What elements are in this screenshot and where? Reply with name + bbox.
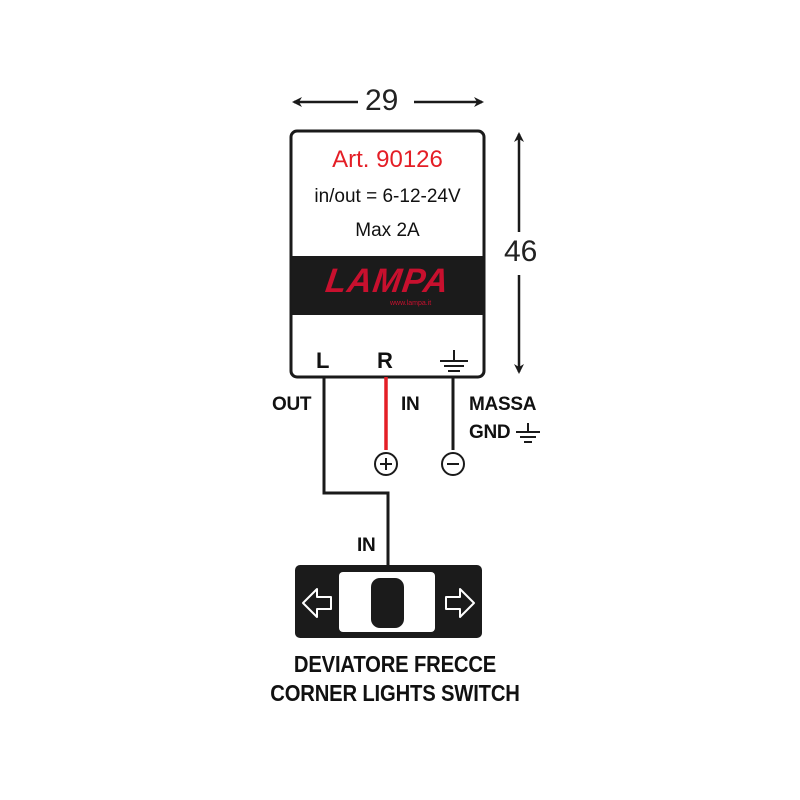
gnd-ground-icon — [516, 423, 540, 443]
caption-italian: DEVIATORE FRECCE — [293, 651, 497, 677]
switch-in-label: IN — [357, 535, 376, 556]
corner-lights-switch — [295, 565, 482, 638]
negative-icon — [441, 452, 465, 476]
height-dimension-label: 46 — [504, 235, 538, 268]
brand-logo: LAMPA www.lampa.it — [292, 256, 483, 315]
voltage-spec: in/out = 6-12-24V — [314, 186, 461, 207]
in-label: IN — [401, 394, 420, 415]
brand-url: www.lampa.it — [390, 300, 432, 307]
terminal-right-label: R — [377, 348, 393, 373]
out-wire — [322, 377, 390, 567]
max-current-spec: Max 2A — [355, 220, 420, 241]
right-arrow-icon — [445, 588, 475, 618]
width-dimension-label: 29 — [365, 84, 399, 117]
gnd-label: GND — [469, 422, 511, 443]
left-arrow-icon — [302, 588, 332, 618]
switch-knob — [371, 578, 404, 628]
out-label: OUT — [272, 394, 312, 415]
massa-label: MASSA — [469, 394, 537, 415]
article-number: Art. 90126 — [332, 146, 443, 173]
brand-logo-text: LAMPA — [323, 262, 452, 300]
terminal-left-label: L — [316, 348, 330, 373]
caption-english: CORNER LIGHTS SWITCH — [270, 680, 520, 706]
terminal-ground-icon — [440, 350, 468, 372]
positive-icon — [374, 452, 398, 476]
